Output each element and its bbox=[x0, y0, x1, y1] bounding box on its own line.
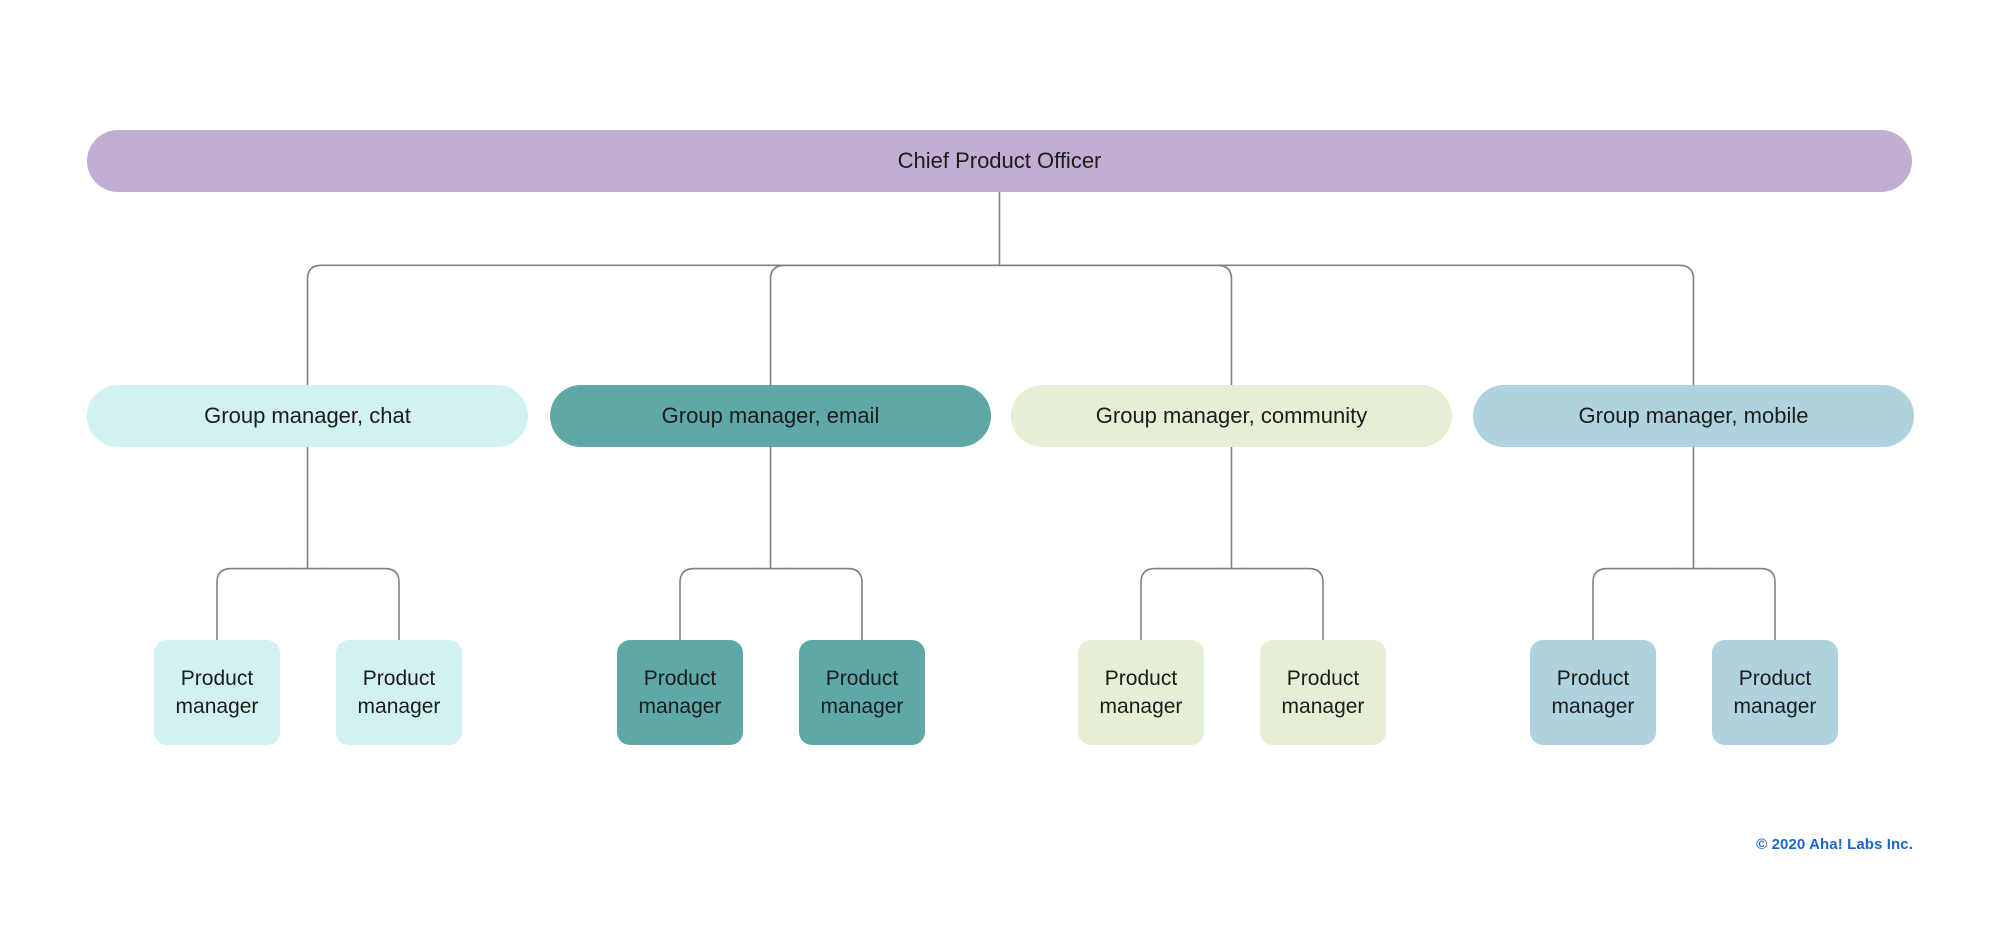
org-node-gm-email[interactable]: Group manager, email bbox=[550, 385, 991, 447]
org-node-pm-chat-2[interactable]: Product manager bbox=[336, 640, 462, 745]
org-node-pm-mobile-1[interactable]: Product manager bbox=[1530, 640, 1656, 745]
org-node-label: Product manager bbox=[638, 666, 722, 718]
org-node-label: Product manager bbox=[1733, 666, 1817, 718]
org-node-label: Product manager bbox=[820, 666, 904, 718]
edge-gm-mobile-to-pm-mobile-1 bbox=[1592, 567, 1681, 641]
org-node-pm-email-1[interactable]: Product manager bbox=[617, 640, 743, 745]
org-node-pm-mobile-2[interactable]: Product manager bbox=[1712, 640, 1838, 745]
edge-cpo-to-gm-mobile bbox=[1012, 264, 1695, 386]
org-node-label: Group manager, chat bbox=[204, 403, 411, 429]
edge-gm-email-to-pm-email-2 bbox=[783, 567, 863, 641]
org-node-label: Product manager bbox=[1099, 666, 1183, 718]
org-node-gm-mobile[interactable]: Group manager, mobile bbox=[1473, 385, 1914, 447]
org-node-pm-community-1[interactable]: Product manager bbox=[1078, 640, 1204, 745]
edge-gm-chat-to-pm-chat-2 bbox=[320, 567, 400, 641]
org-node-label: Product manager bbox=[1551, 666, 1635, 718]
org-node-pm-email-2[interactable]: Product manager bbox=[799, 640, 925, 745]
org-node-label: Product manager bbox=[175, 666, 259, 718]
org-node-pm-community-2[interactable]: Product manager bbox=[1260, 640, 1386, 745]
org-node-label: Group manager, community bbox=[1095, 403, 1368, 429]
org-node-pm-chat-1[interactable]: Product manager bbox=[154, 640, 280, 745]
org-node-gm-community[interactable]: Group manager, community bbox=[1011, 385, 1452, 447]
edge-gm-chat-to-pm-chat-1 bbox=[216, 567, 295, 641]
copyright-footer: © 2020 Aha! Labs Inc. bbox=[1756, 836, 1913, 853]
org-node-gm-chat[interactable]: Group manager, chat bbox=[87, 385, 528, 447]
org-node-cpo[interactable]: Chief Product Officer bbox=[87, 130, 1912, 192]
edge-cpo-to-gm-chat bbox=[306, 264, 987, 386]
org-node-label: Chief Product Officer bbox=[897, 148, 1102, 174]
edge-cpo-to-gm-community bbox=[1012, 264, 1233, 386]
org-node-label: Group manager, email bbox=[661, 403, 880, 429]
edge-cpo-to-gm-email bbox=[769, 264, 987, 386]
edge-gm-mobile-to-pm-mobile-2 bbox=[1706, 567, 1776, 641]
org-node-label: Group manager, mobile bbox=[1578, 403, 1809, 429]
org-node-label: Product manager bbox=[357, 666, 441, 718]
edge-gm-community-to-pm-community-1 bbox=[1140, 567, 1219, 641]
edge-gm-community-to-pm-community-2 bbox=[1244, 567, 1324, 641]
edge-gm-email-to-pm-email-1 bbox=[679, 567, 758, 641]
org-node-label: Product manager bbox=[1281, 666, 1365, 718]
